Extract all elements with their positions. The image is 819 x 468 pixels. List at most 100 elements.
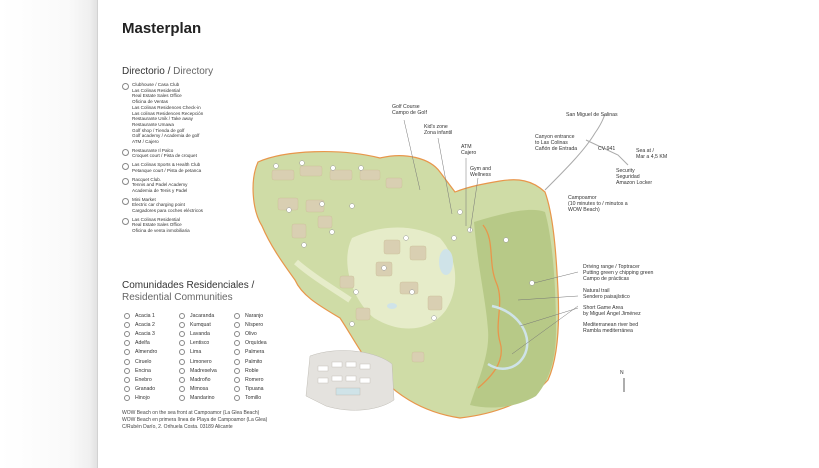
directory-line: Mini Market <box>132 196 156 202</box>
community-marker-icon <box>179 367 185 374</box>
community-item: Kumquat <box>179 320 234 329</box>
community-item: Ciruelo <box>124 357 179 366</box>
community-item: Granado <box>124 385 179 394</box>
directory-line: Golf shop / Tienda de golf <box>132 127 185 133</box>
community-marker-icon <box>179 395 185 402</box>
directory-line: Restaurante Umawa <box>132 121 174 127</box>
page-fold <box>97 0 98 468</box>
directory-marker-icon <box>122 83 129 90</box>
directory-line: Las Colinas Residences Check-in <box>132 104 201 110</box>
community-name: Orquídea <box>245 340 267 347</box>
community-name: Enebro <box>135 376 152 383</box>
label-line: Natural trail <box>583 288 610 294</box>
community-name: Kumquat <box>190 321 211 328</box>
community-name: Roble <box>245 367 259 374</box>
label-golf-course: Golf Course Campo de Golf <box>392 104 427 116</box>
river-water <box>487 304 529 370</box>
label-line: San Miguel de Salinas <box>566 112 618 118</box>
community-marker-icon <box>234 340 240 347</box>
label-line: Gym and <box>470 166 492 172</box>
community-item: Palmera <box>234 348 289 357</box>
community-marker-icon <box>234 312 240 319</box>
label-line: CV-941 <box>598 146 616 152</box>
community-item: Mimosa <box>179 385 234 394</box>
directory-line: Restaurante Unik / Take away <box>132 116 193 122</box>
community-marker-icon <box>179 330 185 337</box>
directory-line: Real Estate Sales Office <box>132 222 182 228</box>
label-short-game: Short Game Area by Miguel Ángel Jiménez <box>583 305 641 317</box>
community-name: Lentisco <box>190 340 210 347</box>
community-name: Palmito <box>245 358 263 365</box>
label-san-miguel: San Miguel de Salinas <box>566 112 618 118</box>
community-marker-icon <box>234 349 240 356</box>
community-item: Acacia 3 <box>124 329 179 338</box>
map-markers <box>273 160 535 327</box>
label-line: Driving range / Toptracer <box>583 264 640 270</box>
label-line: (10 minutes to / minutos a <box>568 201 628 207</box>
community-item: Lima <box>179 348 234 357</box>
community-marker-icon <box>234 358 240 365</box>
footer-line: WOW Beach en primera línea de Playa de C… <box>122 417 268 423</box>
community-marker-icon <box>234 367 240 374</box>
label-line: Campo de prácticas <box>583 276 630 282</box>
label-line: Canyon entrance <box>535 134 575 140</box>
directory-line: Restaurante Il Palco <box>132 147 174 153</box>
community-item: Mandarino <box>179 394 234 403</box>
directory-line: Oficina de venta inmobiliaria <box>132 228 190 234</box>
community-name: Lima <box>190 349 202 356</box>
directory-line: Las colinas Residences Recepción <box>132 110 204 116</box>
label-river-bed: Mediterranean river bed Rambla mediterrá… <box>583 322 638 334</box>
community-name: Hinojo <box>135 395 150 402</box>
label-line: Cañón de Entrada <box>535 146 578 152</box>
community-name: Mimosa <box>190 386 209 393</box>
community-marker-icon <box>124 386 130 393</box>
community-name: Limonero <box>190 358 212 365</box>
label-line: Golf Course <box>392 104 420 110</box>
community-name: Lavanda <box>190 330 210 337</box>
community-name: Almendro <box>135 349 158 356</box>
directory-line: Electric car charging point <box>132 202 185 208</box>
community-name: Madroño <box>190 376 211 383</box>
label-line: Zona infantil <box>424 130 453 136</box>
community-marker-icon <box>179 376 185 383</box>
community-name: Ciruelo <box>135 358 152 365</box>
directory-line: Petanque court / Pista de petanca <box>132 167 202 173</box>
footer-line: C/Rubén Darío, 2. Orihuela Costa. 03189 … <box>122 424 233 430</box>
directory-heading-primary: Directorio / <box>122 66 174 77</box>
communities-heading-secondary: Residential Communities <box>122 292 233 303</box>
community-marker-icon <box>234 386 240 393</box>
label-line: to Las Colinas <box>535 140 568 146</box>
label-line: Wellness <box>470 172 491 178</box>
cv941-road <box>585 139 629 166</box>
community-name: Tipuana <box>245 386 264 393</box>
community-marker-icon <box>179 321 185 328</box>
community-name: Granado <box>135 386 156 393</box>
community-item: Níspero <box>234 320 289 329</box>
community-item: Madreselva <box>179 366 234 375</box>
label-line: WOW Beach) <box>568 207 600 213</box>
community-item: Jacaranda <box>179 311 234 320</box>
label-leaders <box>403 119 579 355</box>
residential-plots <box>271 165 443 363</box>
community-name: Acacia 2 <box>135 321 155 328</box>
label-line: Sendero paisajístico <box>583 294 630 300</box>
community-name: Tomillo <box>245 395 262 402</box>
label-gym: Gym and Wellness <box>470 166 491 178</box>
directory-line: Clubhouse / Casa Club <box>132 82 180 87</box>
community-item: Enebro <box>124 375 179 384</box>
directory-line: Oficina de Ventas <box>132 99 169 105</box>
label-line: Cajero <box>461 150 477 156</box>
directory-marker-icon <box>122 177 129 185</box>
communities-heading-primary: Comunidades Residenciales / <box>122 280 255 291</box>
label-sea: Sea at / Mar a 4,5 KM <box>636 148 667 160</box>
directory-marker-icon <box>122 217 129 225</box>
directory-marker-icon <box>122 197 129 205</box>
label-line: Kid's zone <box>424 124 448 130</box>
